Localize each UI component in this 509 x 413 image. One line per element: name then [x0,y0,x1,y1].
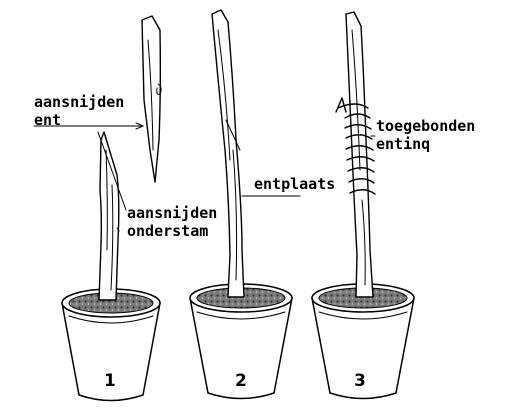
pot-number-3: 3 [354,371,366,391]
label-cut-rootstock-line2: onderstam [127,222,208,240]
label-tied-graft-line2: entinq [376,135,430,153]
label-cut-scion-line2: ent [34,111,61,129]
pot-number-2: 2 [235,371,247,391]
rootstock-stem [99,132,119,300]
grafted-stem [212,10,244,297]
label-tied-graft-line1: toegebonden [376,117,475,135]
pot-number-1: 1 [104,371,116,391]
label-graft-site: entplaats [254,175,335,193]
label-cut-scion-line1: aansnijden [34,93,124,111]
leader-lines [34,123,375,210]
tied-stem [346,12,373,297]
scion-piece [142,16,161,182]
label-cut-rootstock-line1: aansnijden [127,204,217,222]
